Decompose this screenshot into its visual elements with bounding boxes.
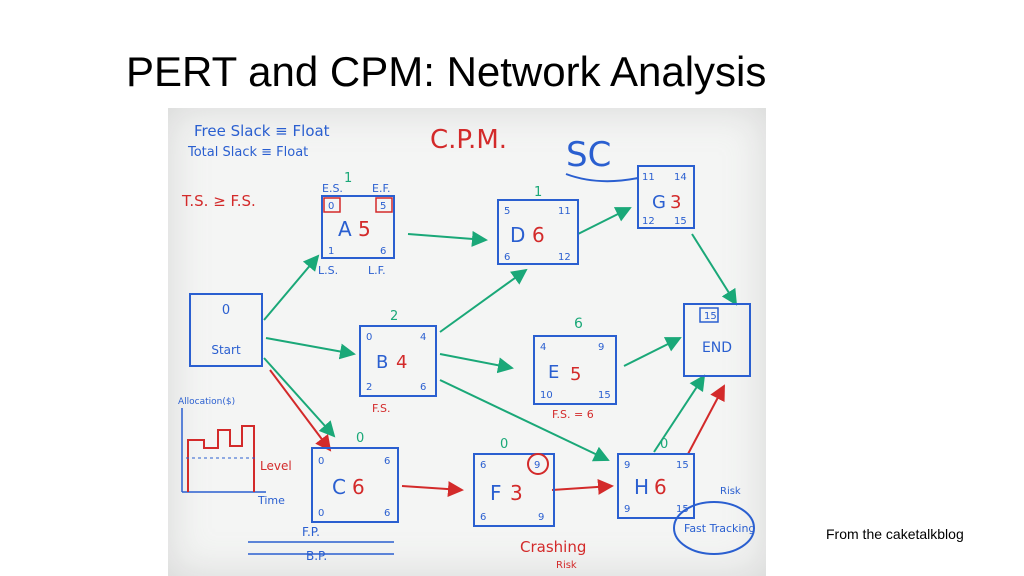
svg-text:2: 2 — [390, 309, 398, 324]
svg-text:1: 1 — [344, 171, 352, 186]
svg-text:15: 15 — [704, 311, 717, 322]
svg-text:5: 5 — [380, 201, 386, 212]
svg-text:6: 6 — [480, 512, 486, 523]
svg-text:6: 6 — [384, 508, 390, 519]
node-b: 2 0 4 B 4 2 6 F.S. — [359, 309, 437, 415]
node-a: 1 E.S. E.F. 0 5 A 5 1 6 L.S. L.F. — [318, 171, 395, 277]
svg-text:B.P.: B.P. — [306, 549, 327, 563]
node-end: 15 END — [683, 303, 751, 377]
svg-text:L.S.: L.S. — [318, 264, 338, 277]
svg-text:5: 5 — [504, 206, 510, 217]
svg-text:11: 11 — [642, 172, 655, 183]
svg-text:0: 0 — [500, 437, 508, 452]
svg-text:C: C — [332, 475, 346, 499]
svg-text:Time: Time — [257, 494, 285, 507]
svg-text:2: 2 — [366, 382, 372, 393]
svg-text:11: 11 — [558, 206, 571, 217]
node-e: 6 4 9 E 5 10 15 F.S. = 6 — [533, 316, 617, 421]
svg-text:L.F.: L.F. — [368, 264, 386, 277]
svg-text:E.F.: E.F. — [372, 182, 391, 195]
svg-text:G: G — [652, 192, 666, 213]
image-credit: From the caketalkblog — [826, 526, 964, 542]
svg-text:D: D — [510, 223, 525, 247]
slide-title: PERT and CPM: Network Analysis — [126, 48, 767, 95]
svg-text:14: 14 — [674, 172, 687, 183]
svg-text:0: 0 — [356, 431, 364, 446]
svg-text:END: END — [702, 340, 732, 356]
note-total-slack: Total Slack ≡ Float — [187, 145, 308, 160]
svg-text:A: A — [338, 217, 352, 241]
svg-text:6: 6 — [352, 475, 365, 499]
note-risk-1: Risk — [556, 560, 577, 571]
svg-text:15: 15 — [676, 504, 689, 515]
svg-text:F.S. = 6: F.S. = 6 — [552, 408, 594, 421]
note-risk-2: Risk — [720, 486, 741, 497]
svg-text:15: 15 — [674, 216, 687, 227]
svg-text:4: 4 — [396, 352, 407, 373]
node-g: 11 14 G 3 12 15 — [637, 165, 695, 229]
node-h: 0 9 15 H 6 9 15 — [617, 437, 695, 519]
svg-text:12: 12 — [558, 252, 571, 263]
node-c: 0 0 6 C 6 0 6 — [311, 431, 399, 523]
svg-text:0: 0 — [328, 201, 334, 212]
svg-text:Allocation($): Allocation($) — [178, 397, 235, 407]
svg-text:9: 9 — [624, 504, 630, 515]
svg-text:6: 6 — [420, 382, 426, 393]
pass-arrows: F.P. B.P. — [248, 525, 394, 563]
svg-text:1: 1 — [328, 246, 334, 257]
node-d: 1 5 11 D 6 6 12 — [497, 185, 579, 265]
svg-text:Start: Start — [211, 343, 241, 357]
svg-text:0: 0 — [318, 508, 324, 519]
svg-text:15: 15 — [676, 460, 689, 471]
svg-text:6: 6 — [480, 460, 486, 471]
svg-text:6: 6 — [532, 223, 545, 247]
svg-text:E.S.: E.S. — [322, 182, 343, 195]
svg-text:10: 10 — [540, 390, 553, 401]
svg-text:12: 12 — [642, 216, 655, 227]
note-sc: SC — [566, 135, 611, 175]
note-fast-tracking: Fast Tracking — [684, 522, 755, 535]
svg-text:4: 4 — [420, 332, 426, 343]
node-f: 0 6 9 F 3 6 9 — [473, 437, 555, 527]
svg-text:1: 1 — [534, 185, 542, 200]
whiteboard-photo: Free Slack ≡ Float Total Slack ≡ Float T… — [168, 108, 766, 576]
svg-text:6: 6 — [380, 246, 386, 257]
svg-text:6: 6 — [384, 456, 390, 467]
svg-text:H: H — [634, 475, 649, 499]
note-crashing: Crashing — [520, 538, 586, 556]
svg-text:3: 3 — [510, 481, 523, 505]
note-free-slack: Free Slack ≡ Float — [194, 122, 330, 140]
network-diagram: Free Slack ≡ Float Total Slack ≡ Float T… — [178, 122, 755, 571]
node-start: 0 Start — [189, 293, 263, 367]
svg-text:6: 6 — [574, 316, 583, 332]
svg-text:F.S.: F.S. — [372, 402, 391, 415]
svg-text:9: 9 — [598, 342, 604, 353]
note-cpm: C.P.M. — [430, 125, 507, 155]
svg-text:0: 0 — [660, 437, 668, 452]
svg-text:E: E — [548, 362, 559, 383]
svg-text:15: 15 — [598, 390, 611, 401]
svg-text:5: 5 — [570, 364, 581, 385]
svg-text:Level: Level — [260, 459, 292, 473]
svg-text:9: 9 — [534, 460, 540, 471]
svg-text:5: 5 — [358, 217, 371, 241]
svg-text:6: 6 — [654, 475, 667, 499]
svg-text:0: 0 — [366, 332, 372, 343]
svg-text:6: 6 — [504, 252, 510, 263]
svg-text:9: 9 — [538, 512, 544, 523]
svg-text:9: 9 — [624, 460, 630, 471]
resource-levelling-sketch: Allocation($) Level Time — [178, 397, 292, 507]
svg-text:0: 0 — [222, 303, 230, 318]
svg-text:0: 0 — [318, 456, 324, 467]
svg-text:F: F — [490, 481, 502, 505]
svg-text:F.P.: F.P. — [302, 525, 320, 539]
svg-text:B: B — [376, 352, 388, 373]
note-ts-fs: T.S. ≥ F.S. — [181, 192, 256, 210]
svg-text:4: 4 — [540, 342, 546, 353]
svg-text:3: 3 — [670, 192, 681, 213]
